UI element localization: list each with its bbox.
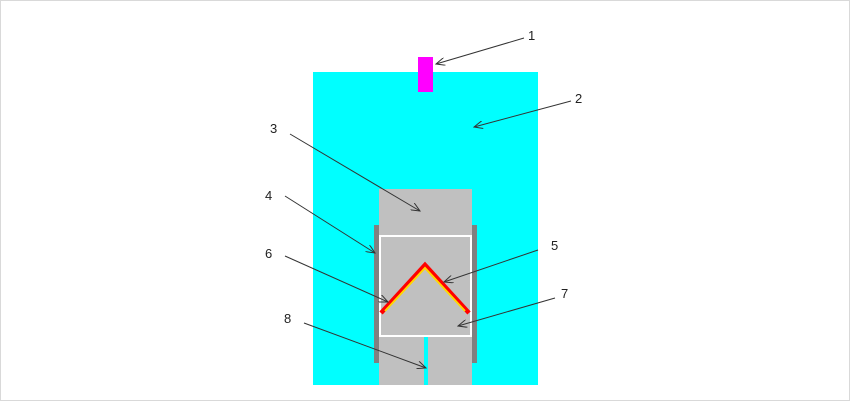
leader-8: [303, 322, 426, 368]
leader-6: [284, 255, 388, 302]
lower-block-right: [428, 337, 472, 385]
side-plate-left: [374, 225, 379, 363]
central-chamber: [379, 235, 472, 337]
callout-label-4: 4: [265, 188, 272, 203]
v-element-red: [379, 261, 471, 315]
lower-block-left: [379, 337, 424, 385]
upper-block: [379, 189, 472, 236]
leader-4: [284, 195, 375, 253]
callout-label-8: 8: [284, 311, 291, 326]
callout-label-5: 5: [551, 238, 558, 253]
leader-7: [458, 297, 556, 326]
callout-label-3: 3: [270, 121, 277, 136]
callout-label-1: 1: [528, 28, 535, 43]
leader-1: [436, 37, 525, 64]
callout-label-6: 6: [265, 246, 272, 261]
callout-label-7: 7: [561, 286, 568, 301]
callout-label-2: 2: [575, 91, 582, 106]
top-part: [418, 57, 433, 92]
leader-3: [289, 133, 420, 211]
side-plate-right: [472, 225, 477, 363]
v-element-yellow: [384, 266, 466, 312]
leader-2: [474, 100, 572, 127]
leader-5: [444, 249, 539, 282]
